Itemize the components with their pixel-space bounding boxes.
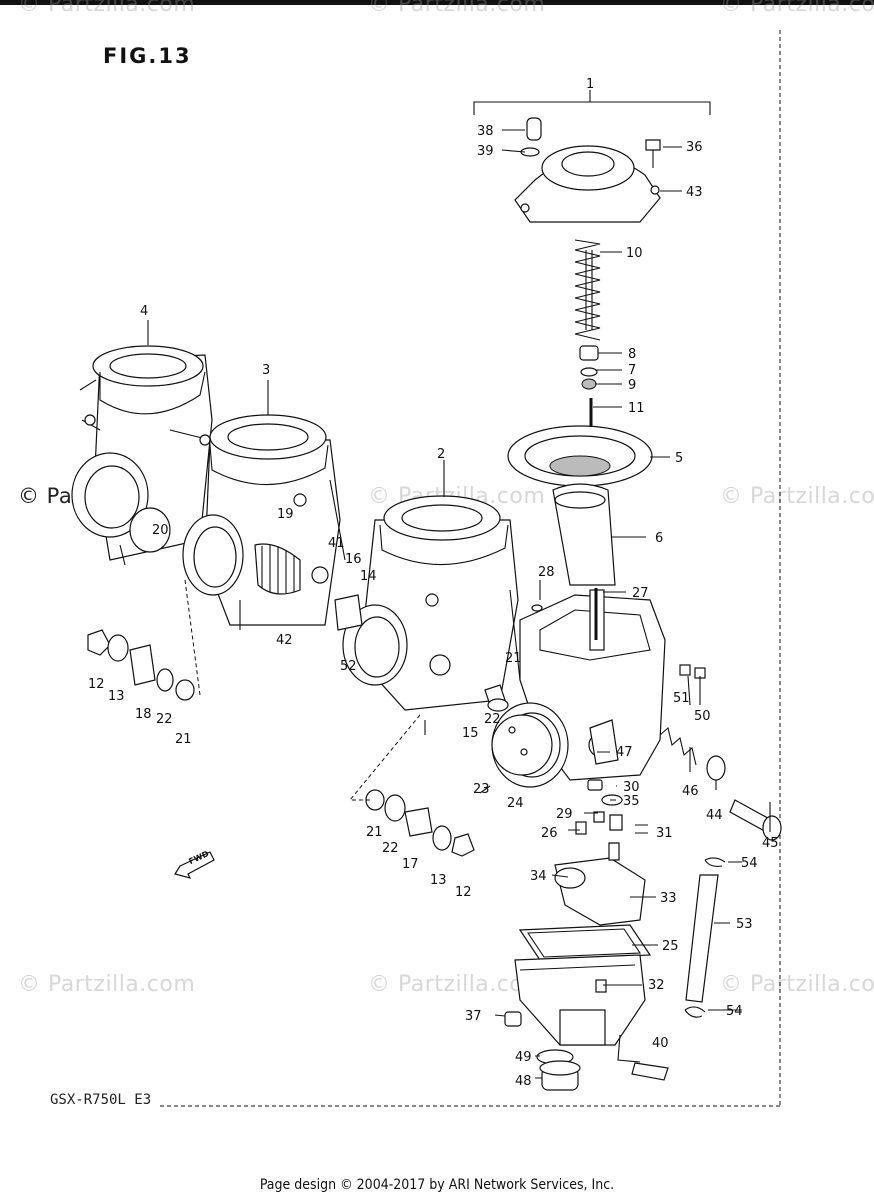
- part-label-4: 4: [140, 304, 148, 319]
- part-label-39: 39: [477, 144, 494, 159]
- watermark: © Partzilla.com: [720, 972, 874, 997]
- carburetor-1-exploded-drawing: [479, 117, 782, 1091]
- part-label-22: 22: [484, 712, 501, 727]
- part-label-2: 2: [437, 447, 445, 462]
- watermark: © Partzilla.com: [368, 972, 546, 997]
- linkage-dashed-line: [184, 579, 201, 696]
- part-label-43: 43: [686, 185, 703, 200]
- part-label-34: 34: [530, 869, 547, 884]
- group-bracket: [473, 90, 711, 115]
- part-label-54: 54: [741, 856, 758, 871]
- part-label-22: 22: [156, 712, 173, 727]
- part-label-47: 47: [616, 745, 633, 760]
- part-label-42: 42: [276, 633, 293, 648]
- part-label-23: 23: [473, 782, 490, 797]
- part-label-19: 19: [277, 507, 294, 522]
- carburetor-3-drawing: [182, 414, 346, 630]
- model-code: GSX-R750L E3: [50, 1092, 152, 1108]
- part-label-54: 54: [726, 1004, 743, 1019]
- part-label-1: 1: [586, 77, 594, 92]
- footer-copyright: Page design © 2004-2017 by ARI Network S…: [259, 1177, 615, 1193]
- part-label-12: 12: [455, 885, 472, 900]
- part-label-13: 13: [108, 689, 125, 704]
- part-label-13: 13: [430, 873, 447, 888]
- leader-lines: [147, 129, 771, 1079]
- left-hardware-drawing: [87, 629, 475, 879]
- part-label-17: 17: [402, 857, 419, 872]
- part-label-38: 38: [477, 124, 494, 139]
- watermark: © Partzilla.com: [720, 0, 874, 17]
- part-label-25: 25: [662, 939, 679, 954]
- part-label-33: 33: [660, 891, 677, 906]
- part-label-3: 3: [262, 363, 270, 378]
- part-label-37: 37: [465, 1009, 482, 1024]
- part-label-27: 27: [632, 586, 649, 601]
- part-label-49: 49: [515, 1050, 532, 1065]
- part-label-41: 41: [328, 536, 345, 551]
- part-label-8: 8: [628, 347, 636, 362]
- watermark: © Partzilla.com: [18, 972, 196, 997]
- part-label-51: 51: [673, 691, 690, 706]
- part-label-18: 18: [135, 707, 152, 722]
- watermark: © Partzilla.com: [720, 484, 874, 509]
- watermark: © Partzilla.com: [368, 0, 546, 17]
- part-label-45: 45: [762, 836, 779, 851]
- watermark: © Partzilla.com: [18, 0, 196, 17]
- part-label-20: 20: [152, 523, 169, 538]
- part-label-11: 11: [628, 401, 645, 416]
- part-label-14: 14: [360, 569, 377, 584]
- part-label-21: 21: [366, 825, 383, 840]
- part-label-5: 5: [675, 451, 683, 466]
- part-label-21: 21: [505, 651, 522, 666]
- carburetor-2-drawing: [334, 495, 521, 735]
- part-label-26: 26: [541, 826, 558, 841]
- part-label-32: 32: [648, 978, 665, 993]
- part-label-50: 50: [694, 709, 711, 724]
- part-label-35: 35: [623, 794, 640, 809]
- part-label-53: 53: [736, 917, 753, 932]
- part-label-31: 31: [656, 826, 673, 841]
- figure-title: FIG.13: [103, 44, 192, 68]
- part-label-48: 48: [515, 1074, 532, 1089]
- part-label-44: 44: [706, 808, 723, 823]
- part-label-52: 52: [340, 659, 357, 674]
- part-label-21: 21: [175, 732, 192, 747]
- carburetor-4-drawing: [71, 345, 213, 566]
- part-label-28: 28: [538, 565, 555, 580]
- top-border-rule: [0, 0, 874, 5]
- part-label-15: 15: [462, 726, 479, 741]
- part-label-7: 7: [628, 363, 636, 378]
- part-label-30: 30: [623, 780, 640, 795]
- part-label-16: 16: [345, 552, 362, 567]
- part-label-29: 29: [556, 807, 573, 822]
- part-label-9: 9: [628, 378, 636, 393]
- linkage-dashed-line: [348, 714, 421, 801]
- part-label-10: 10: [626, 246, 643, 261]
- part-label-12: 12: [88, 677, 105, 692]
- part-label-6: 6: [655, 531, 663, 546]
- part-label-24: 24: [507, 796, 524, 811]
- part-label-36: 36: [686, 140, 703, 155]
- part-label-22: 22: [382, 841, 399, 856]
- part-label-40: 40: [652, 1036, 669, 1051]
- part-label-46: 46: [682, 784, 699, 799]
